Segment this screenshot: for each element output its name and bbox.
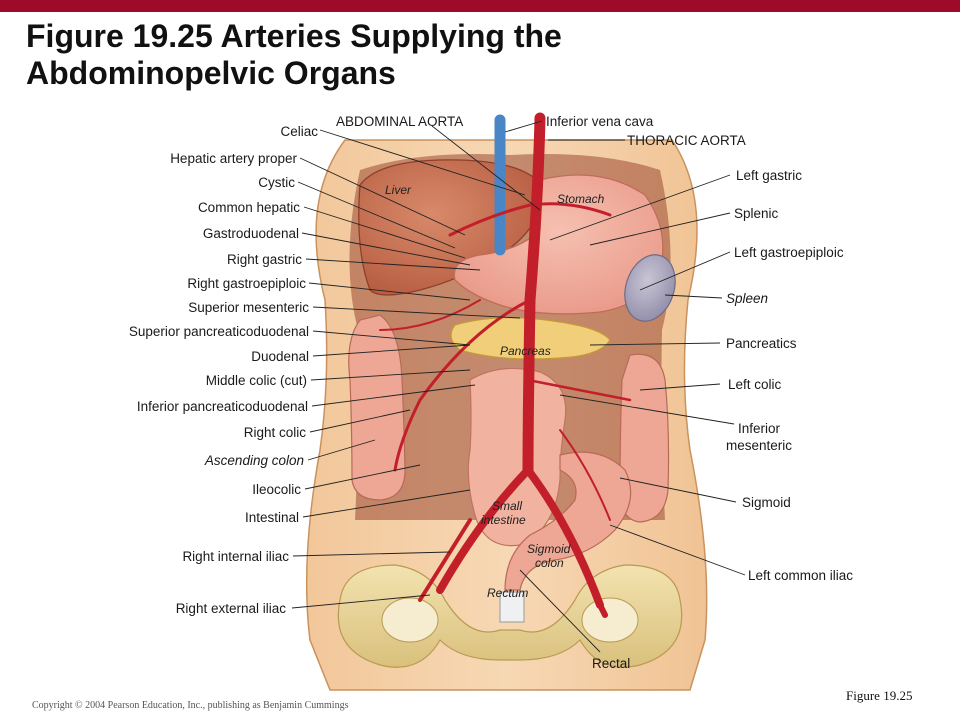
label-rectal: Rectal (592, 656, 630, 671)
label-inferior-mesenteric-line1: Inferior (738, 421, 781, 436)
title-line-1: Figure 19.25 Arteries Supplying the (26, 18, 562, 54)
label-gastroduodenal: Gastroduodenal (203, 226, 299, 241)
label-right-colic: Right colic (244, 425, 307, 440)
label-left-colic: Left colic (728, 377, 782, 392)
label-rectum: Rectum (487, 586, 528, 600)
blood-vessels (379, 112, 632, 618)
label-thoracic-aorta: THORACIC AORTA (627, 133, 746, 148)
label-superior-mesenteric: Superior mesenteric (188, 300, 309, 315)
ascending-colon-shape (348, 314, 406, 501)
copyright-notice: Copyright © 2004 Pearson Education, Inc.… (32, 700, 349, 711)
label-right-internal-iliac: Right internal iliac (182, 549, 289, 564)
title-line-2: Abdominopelvic Organs (26, 55, 396, 91)
label-sigmoid-colon-line1: Sigmoid (527, 542, 571, 556)
label-left-gastroepiploic: Left gastroepiploic (734, 245, 844, 260)
label-abdominal-aorta: ABDOMINAL AORTA (336, 114, 463, 129)
label-liver: Liver (385, 183, 412, 197)
label-inferior-mesenteric-line2: mesenteric (726, 438, 792, 453)
label-splenic: Splenic (734, 206, 779, 221)
label-duodenal: Duodenal (251, 349, 309, 364)
figure-reference: Figure 19.25 (846, 688, 913, 703)
right-labels: Left gastric Splenic Left gastroepiploic… (592, 168, 853, 671)
label-cystic: Cystic (258, 175, 295, 190)
label-inferior-vena-cava: Inferior vena cava (546, 114, 654, 129)
top-labels: ABDOMINAL AORTA Inferior vena cava THORA… (336, 114, 746, 148)
label-ileocolic: Ileocolic (252, 482, 301, 497)
label-sigmoid-colon-line2: colon (535, 556, 564, 570)
label-celiac: Celiac (280, 124, 318, 139)
label-sigmoid: Sigmoid (742, 495, 791, 510)
leader-lines (291, 120, 746, 653)
label-ascending-colon: Ascending colon (204, 453, 304, 468)
label-common-hepatic: Common hepatic (198, 200, 300, 215)
left-labels: Celiac Hepatic artery proper Cystic Comm… (129, 124, 318, 616)
label-spleen: Spleen (726, 291, 768, 306)
sigmoid-colon-shape (504, 451, 632, 591)
label-right-gastroepiploic: Right gastroepiploic (187, 276, 306, 291)
top-accent-bar (0, 0, 960, 12)
slide-title: Figure 19.25 Arteries Supplying the Abdo… (26, 18, 926, 92)
label-pancreatics: Pancreatics (726, 336, 797, 351)
label-inferior-pancreaticoduodenal: Inferior pancreaticoduodenal (137, 399, 308, 414)
stomach-shape (453, 174, 664, 315)
label-hepatic-artery-proper: Hepatic artery proper (170, 151, 297, 166)
organ-labels: Liver Stomach Pancreas Small intestine S… (385, 183, 605, 600)
label-left-gastric: Left gastric (736, 168, 802, 183)
label-middle-colic: Middle colic (cut) (206, 373, 307, 388)
label-small-intestine-line2: intestine (481, 513, 526, 527)
label-stomach: Stomach (557, 192, 605, 206)
label-superior-pancreaticoduodenal: Superior pancreaticoduodenal (129, 324, 309, 339)
label-right-external-iliac: Right external iliac (176, 601, 287, 616)
label-right-gastric: Right gastric (227, 252, 302, 267)
label-small-intestine-line1: Small (492, 499, 522, 513)
label-left-common-iliac: Left common iliac (748, 568, 853, 583)
label-pancreas: Pancreas (500, 344, 551, 358)
label-intestinal: Intestinal (245, 510, 299, 525)
